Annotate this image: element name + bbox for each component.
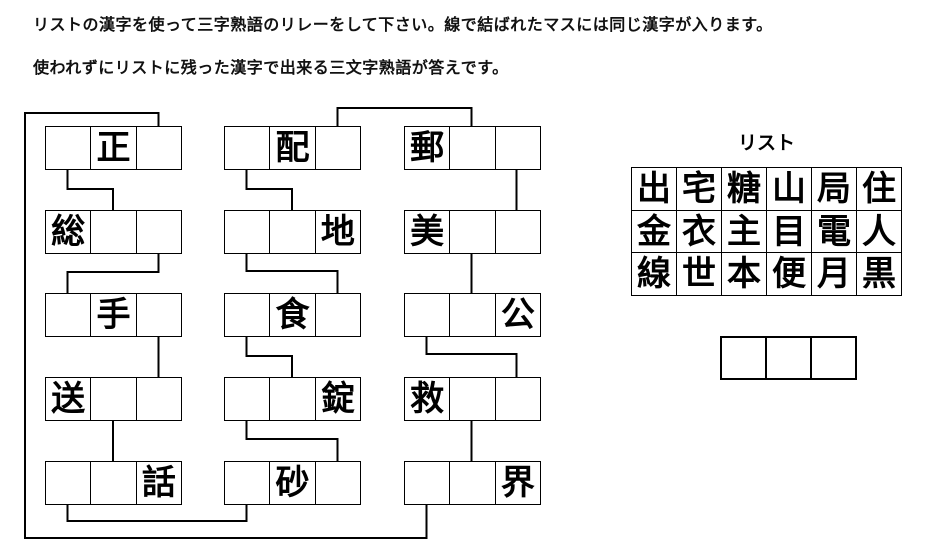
puzzle-cell-B3-2: 食	[269, 294, 314, 336]
list-cell: 出	[632, 168, 677, 211]
puzzle-cell-A3-3[interactable]	[135, 294, 181, 336]
connection-line-B3.1-B4.2	[245, 337, 293, 377]
list-cell: 線	[632, 253, 677, 297]
puzzle-box-C3: 公	[404, 293, 541, 337]
answer-cell-3[interactable]	[810, 338, 855, 378]
puzzle-box-A4: 送	[45, 377, 182, 421]
puzzle-box-C5: 界	[404, 461, 541, 505]
puzzle-box-B1: 配	[224, 126, 361, 170]
list-cell: 宅	[677, 168, 722, 211]
puzzle-box-B4: 錠	[224, 377, 361, 421]
puzzle-cell-C4-1: 救	[410, 380, 445, 418]
puzzle-cell-C1-3[interactable]	[494, 127, 540, 169]
puzzle-cell-C2-1: 美	[410, 213, 445, 251]
puzzle-cell-B5-2: 砂	[269, 462, 314, 504]
puzzle-cell-B4-3: 錠	[314, 378, 360, 420]
list-cell: 目	[767, 210, 812, 254]
puzzle-box-B5: 砂	[224, 461, 361, 505]
puzzle-cell-A1-1[interactable]	[46, 127, 90, 169]
puzzle-box-A2: 総	[45, 210, 182, 254]
puzzle-cell-A2-1: 総	[51, 213, 86, 251]
instruction-line-2: 使われずにリストに残った漢字で出来る三文字熟語が答えです。	[33, 60, 509, 77]
puzzle-cell-C3-2[interactable]	[449, 294, 494, 336]
puzzle-cell-A5-3: 話	[135, 462, 181, 504]
puzzle-cell-A2-3[interactable]	[135, 211, 181, 253]
connection-line-B4.1-B5.3	[245, 421, 339, 461]
puzzle-cell-A3-2: 手	[90, 294, 135, 336]
puzzle-box-A1: 正	[45, 126, 182, 170]
puzzle-box-C2: 美	[404, 210, 541, 254]
puzzle-cell-A4-2[interactable]	[90, 378, 135, 420]
puzzle-cell-B2-3: 地	[314, 211, 360, 253]
puzzle-cell-C1-2[interactable]	[449, 127, 494, 169]
connection-line-A1.3-C5.1	[24, 112, 428, 539]
list-cell: 電	[812, 210, 857, 254]
list-cell: 黒	[857, 253, 902, 297]
puzzle-cell-B4-1[interactable]	[225, 378, 269, 420]
puzzle-box-C1: 郵	[404, 126, 541, 170]
puzzle-cell-A2-2[interactable]	[90, 211, 135, 253]
puzzle-box-B3: 食	[224, 293, 361, 337]
kanji-list-table: 出 宅 糖 山 局 住 金 衣 主 目 電 人 線 世 本 便 月 黒	[631, 167, 902, 297]
puzzle-cell-C2-3[interactable]	[494, 211, 540, 253]
puzzle-cell-B1-2: 配	[269, 127, 314, 169]
puzzle-cell-A1-3[interactable]	[135, 127, 181, 169]
puzzle-cell-A3-1[interactable]	[46, 294, 90, 336]
puzzle-cell-A1-2: 正	[90, 127, 135, 169]
connection-line-B2.1-B3.3	[245, 254, 339, 293]
puzzle-cell-B2-2[interactable]	[269, 211, 314, 253]
puzzle-box-C4: 救	[404, 377, 541, 421]
puzzle-box-A3: 手	[45, 293, 182, 337]
puzzle-cell-B5-3[interactable]	[314, 462, 360, 504]
puzzle-cell-C4-2[interactable]	[449, 378, 494, 420]
puzzle-cell-B1-3[interactable]	[314, 127, 360, 169]
connection-line-A5.1-B5.1	[66, 505, 248, 522]
puzzle-box-B2: 地	[224, 210, 361, 254]
list-cell: 人	[857, 210, 902, 254]
puzzle-cell-C5-1[interactable]	[405, 462, 449, 504]
list-cell: 衣	[677, 210, 722, 254]
puzzle-cell-B3-3[interactable]	[314, 294, 360, 336]
puzzle-cell-A4-1: 送	[51, 380, 86, 418]
list-cell: 本	[722, 253, 767, 297]
list-title: リスト	[737, 133, 795, 154]
list-cell: 主	[722, 210, 767, 254]
connection-line-C3.1-C4.3	[425, 337, 518, 377]
list-cell: 金	[632, 210, 677, 254]
list-cell: 月	[812, 253, 857, 297]
puzzle-cell-C1-1: 郵	[410, 129, 445, 167]
puzzle-cell-B1-1[interactable]	[225, 127, 269, 169]
list-cell: 住	[857, 168, 902, 211]
puzzle-cell-A5-1[interactable]	[46, 462, 90, 504]
answer-box	[720, 336, 857, 380]
puzzle-cell-C5-2[interactable]	[449, 462, 494, 504]
puzzle-cell-B5-1[interactable]	[225, 462, 269, 504]
puzzle-cell-C5-3: 界	[494, 462, 540, 504]
puzzle-cell-B3-1[interactable]	[225, 294, 269, 336]
connection-line-A2.3-A3.1	[66, 254, 160, 293]
puzzle-cell-C4-3[interactable]	[494, 378, 540, 420]
answer-cell-1[interactable]	[722, 338, 765, 378]
puzzle-cell-B2-1[interactable]	[225, 211, 269, 253]
connection-line-B1.1-B2.2	[245, 170, 293, 210]
puzzle-cell-A4-3[interactable]	[135, 378, 181, 420]
puzzle-box-A5: 話	[45, 461, 182, 505]
puzzle-cell-C3-3: 公	[494, 294, 540, 336]
instruction-line-1: リストの漢字を使って三字熟語のリレーをして下さい。線で結ばれたマスには同じ漢字が…	[33, 17, 773, 34]
list-cell: 山	[767, 168, 812, 211]
puzzle-cell-C3-1[interactable]	[405, 294, 449, 336]
puzzle-cell-C2-2[interactable]	[449, 211, 494, 253]
connection-line-A1.1-A2.2	[66, 170, 114, 210]
list-cell: 便	[767, 253, 812, 297]
puzzle-cell-B4-2[interactable]	[269, 378, 314, 420]
answer-cell-2[interactable]	[765, 338, 810, 378]
list-cell: 糖	[722, 168, 767, 211]
puzzle-cell-A5-2[interactable]	[90, 462, 135, 504]
list-cell: 局	[812, 168, 857, 211]
connection-line-B1.3-C1.2	[336, 107, 473, 126]
list-cell: 世	[677, 253, 722, 297]
